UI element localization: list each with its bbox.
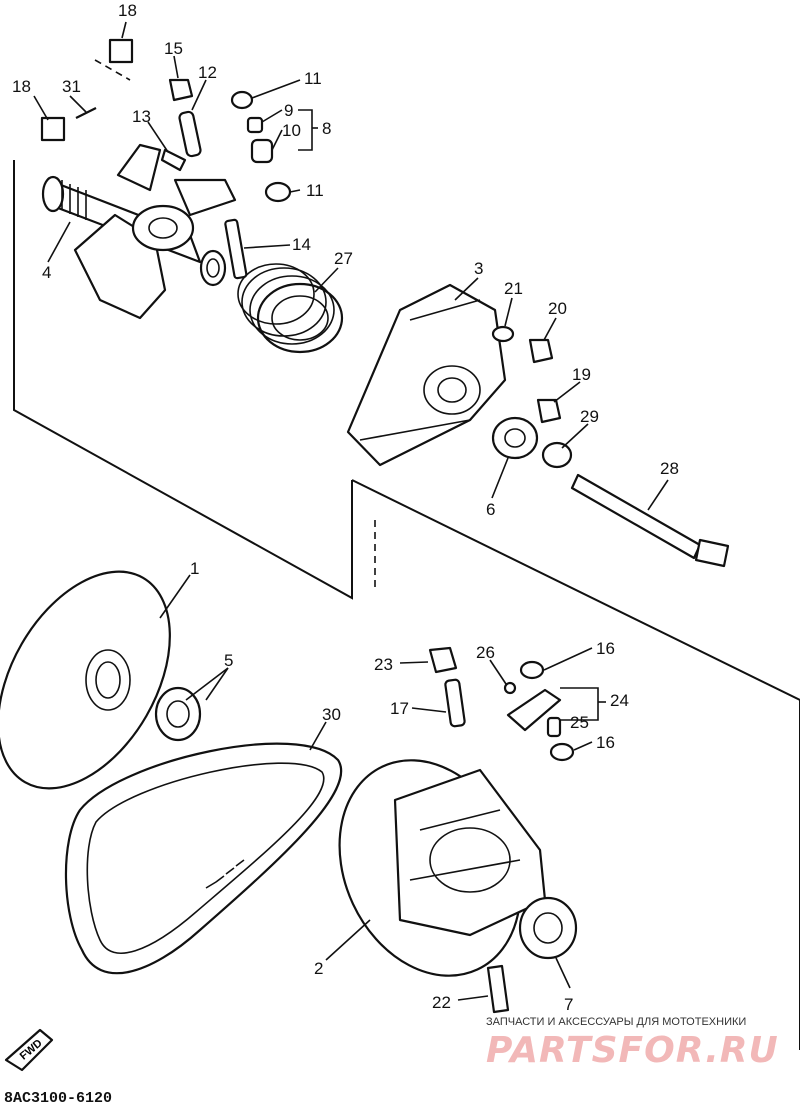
part-17-pin [444, 678, 466, 728]
part-28-long-bolt [570, 473, 730, 568]
callout-1: 1 [190, 559, 199, 578]
part-9-weight [246, 116, 264, 134]
part-19-bolt [536, 398, 562, 424]
callout-23: 23 [374, 655, 393, 674]
part-29-ring [541, 441, 573, 469]
callout-22: 22 [432, 993, 451, 1012]
upper-dash [94, 59, 131, 81]
callout-19: 19 [572, 365, 591, 384]
callout-29: 29 [580, 407, 599, 426]
callout-11b: 11 [306, 181, 324, 200]
callout-5: 5 [224, 651, 233, 670]
diagram-code: 8AC3100-6120 [4, 1090, 113, 1107]
callout-17: 17 [390, 699, 409, 718]
callout-11a: 11 [304, 69, 322, 88]
callout-12: 12 [198, 63, 217, 82]
callout-6: 6 [486, 500, 495, 519]
part-14-bolt [224, 218, 248, 280]
callout-25: 25 [570, 713, 589, 732]
callout-28: 28 [660, 459, 679, 478]
part-27-spring [237, 263, 344, 354]
part-13-spring [160, 148, 187, 172]
callout-3: 3 [474, 259, 483, 278]
callout-21: 21 [504, 279, 523, 298]
callout-7: 7 [564, 995, 573, 1014]
part-5-bushing [154, 686, 202, 742]
callout-18a: 18 [118, 1, 137, 20]
watermark-logo: PARTSFOR.RU [486, 1030, 779, 1071]
callout-13: 13 [132, 107, 151, 126]
callout-2: 2 [314, 959, 323, 978]
part-11b-bushing [264, 181, 292, 203]
part-11a-bushing [230, 90, 254, 110]
part-18a-clip [108, 38, 134, 64]
part-6-bushing [491, 416, 539, 460]
callout-9: 9 [284, 101, 293, 120]
part-20-bolt [528, 338, 554, 364]
part-3-cover [346, 283, 507, 467]
part-16b-bushing [549, 742, 575, 762]
callout-8: 8 [322, 119, 331, 138]
callout-30: 30 [322, 705, 341, 724]
part-15-nut [168, 78, 194, 102]
callout-16b: 16 [596, 733, 615, 752]
part-30-belt [64, 742, 343, 975]
callout-26: 26 [476, 643, 495, 662]
watermark-caption: ЗАПЧАСТИ И АКСЕССУАРЫ ДЛЯ МОТОТЕХНИКИ [486, 1016, 747, 1028]
callout-10: 10 [282, 121, 301, 140]
part-24-arm [506, 688, 562, 732]
part-25-roller [546, 716, 562, 738]
callout-4: 4 [42, 263, 51, 282]
part-26-ball [503, 681, 517, 695]
part-10-roller [250, 138, 274, 164]
callout-18b: 18 [12, 77, 31, 96]
part-31-pin [75, 107, 97, 119]
upper-assembly-frame [13, 160, 353, 600]
part-21-washer [491, 325, 515, 343]
callout-24: 24 [610, 691, 629, 710]
forward-arrow-icon: FWD [4, 1028, 54, 1072]
callout-15: 15 [164, 39, 183, 58]
part-23-nut [428, 646, 458, 674]
part-7-seal [518, 896, 578, 960]
callout-31: 31 [62, 77, 81, 96]
leader-lines [33, 21, 669, 1001]
part-18b-clip [40, 116, 66, 142]
part-2-pulley [338, 759, 547, 977]
callout-16a: 16 [596, 639, 615, 658]
callout-numbers: 18 15 12 11 18 31 9 8 10 13 11 14 27 4 3… [12, 1, 679, 1014]
part-16a-bushing [519, 660, 545, 680]
callout-20: 20 [548, 299, 567, 318]
shaft-assembly-part-4 [41, 143, 237, 320]
callout-27: 27 [334, 249, 353, 268]
lower-assembly-frame [351, 479, 800, 1050]
part-1-sheave [0, 570, 171, 790]
part-12-roller-pin [178, 110, 202, 158]
part-22-bolt [486, 964, 510, 1014]
callout-14: 14 [292, 235, 311, 254]
